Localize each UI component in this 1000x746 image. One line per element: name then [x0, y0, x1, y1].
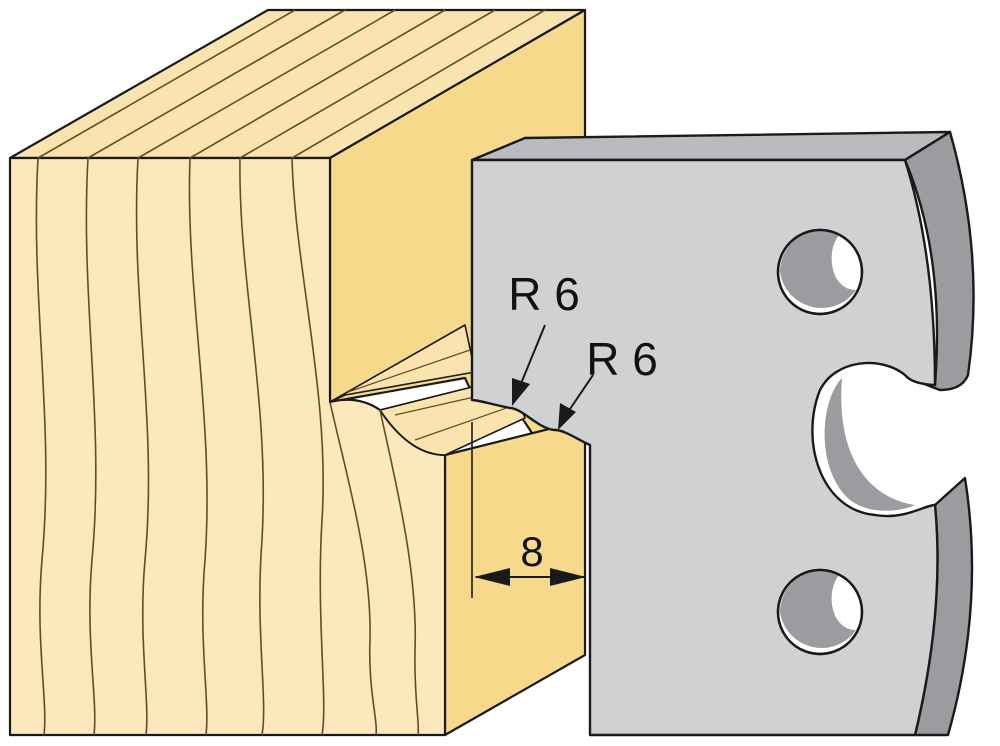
radius-label-upper: R 6	[508, 268, 580, 320]
wood-top-grain	[37, 9, 546, 159]
radius-label-lower: R 6	[586, 333, 658, 385]
knife-notch-shade	[824, 378, 915, 511]
radius-leader-lower	[567, 374, 594, 413]
radius-annotation-upper: R 6	[508, 268, 580, 406]
knife-side-bevel-upper	[903, 130, 975, 392]
radius-leader-upper	[519, 324, 546, 387]
profile-knife	[470, 130, 975, 737]
wood-block	[8, 8, 587, 737]
knife-hole-lower	[776, 568, 864, 656]
radius-arrow-lower	[558, 403, 576, 430]
wood-front-grain	[35, 157, 420, 736]
knife-hole-upper	[776, 228, 864, 316]
depth-label: 8	[520, 528, 543, 575]
radius-annotation-lower: R 6	[558, 333, 658, 430]
depth-arrow-right	[550, 568, 586, 586]
radius-arrow-upper	[512, 378, 530, 406]
depth-dimension: 8	[471, 422, 586, 598]
depth-arrow-left	[474, 568, 510, 586]
